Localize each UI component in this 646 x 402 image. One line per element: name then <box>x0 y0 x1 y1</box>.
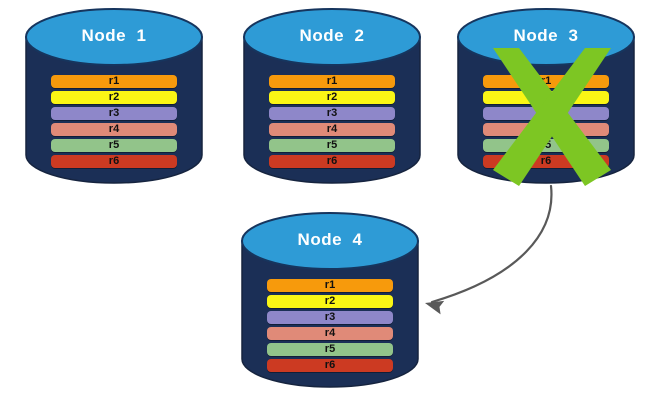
data-row-label: r6 <box>108 155 120 167</box>
data-row-r3[interactable]: r3 <box>50 107 178 120</box>
data-row-label: r4 <box>108 123 120 135</box>
data-row-label: r3 <box>326 107 338 119</box>
data-row-label: r3 <box>324 311 336 323</box>
data-row-label: r3 <box>108 107 120 119</box>
data-row-r6[interactable]: r6 <box>266 359 394 372</box>
cylinder-top-ellipse <box>457 8 635 66</box>
data-row-r1[interactable]: r1 <box>268 75 396 88</box>
data-row-r6[interactable]: r6 <box>268 155 396 168</box>
data-row-label: r3 <box>540 107 552 119</box>
node-row-list: r1 r2 r3 r4 r5 r6 <box>25 75 203 168</box>
data-row-r1[interactable]: r1 <box>50 75 178 88</box>
data-row-label: r1 <box>540 75 552 87</box>
data-row-label: r1 <box>108 75 120 87</box>
data-row-label: r4 <box>324 327 336 339</box>
data-row-r4[interactable]: r4 <box>50 123 178 136</box>
data-row-label: r1 <box>326 75 338 87</box>
data-row-label: r6 <box>326 155 338 167</box>
data-row-r2[interactable]: r2 <box>266 295 394 308</box>
data-row-r6[interactable]: r6 <box>482 155 610 168</box>
data-row-r5[interactable]: r5 <box>268 139 396 152</box>
data-row-r4[interactable]: r4 <box>268 123 396 136</box>
cylinder-top-ellipse <box>25 8 203 66</box>
data-row-r3[interactable]: r3 <box>266 311 394 324</box>
data-row-r2[interactable]: r2 <box>482 91 610 104</box>
data-row-label: r5 <box>324 343 336 355</box>
data-row-label: r5 <box>326 139 338 151</box>
node-row-list: r1 r2 r3 r4 r5 r6 <box>241 279 419 372</box>
data-row-r2[interactable]: r2 <box>268 91 396 104</box>
data-row-label: r2 <box>324 295 336 307</box>
data-row-r5[interactable]: r5 <box>50 139 178 152</box>
data-row-label: r2 <box>540 91 552 103</box>
data-row-r3[interactable]: r3 <box>268 107 396 120</box>
data-row-label: r6 <box>540 155 552 167</box>
data-row-label: r2 <box>326 91 338 103</box>
data-row-r4[interactable]: r4 <box>482 123 610 136</box>
cylinder-top-ellipse <box>243 8 421 66</box>
data-row-r1[interactable]: r1 <box>482 75 610 88</box>
data-row-r2[interactable]: r2 <box>50 91 178 104</box>
data-row-r5[interactable]: r5 <box>482 139 610 152</box>
cylinder-top-ellipse <box>241 212 419 270</box>
data-row-label: r5 <box>108 139 120 151</box>
data-row-r3[interactable]: r3 <box>482 107 610 120</box>
data-row-label: r4 <box>326 123 338 135</box>
data-row-r4[interactable]: r4 <box>266 327 394 340</box>
node-row-list: r1 r2 r3 r4 r5 r6 <box>457 75 635 168</box>
data-row-r6[interactable]: r6 <box>50 155 178 168</box>
data-row-label: r6 <box>324 359 336 371</box>
data-row-label: r2 <box>108 91 120 103</box>
node-row-list: r1 r2 r3 r4 r5 r6 <box>243 75 421 168</box>
data-row-label: r1 <box>324 279 336 291</box>
data-row-label: r4 <box>540 123 552 135</box>
data-row-r5[interactable]: r5 <box>266 343 394 356</box>
data-row-label: r5 <box>540 139 552 151</box>
data-row-r1[interactable]: r1 <box>266 279 394 292</box>
